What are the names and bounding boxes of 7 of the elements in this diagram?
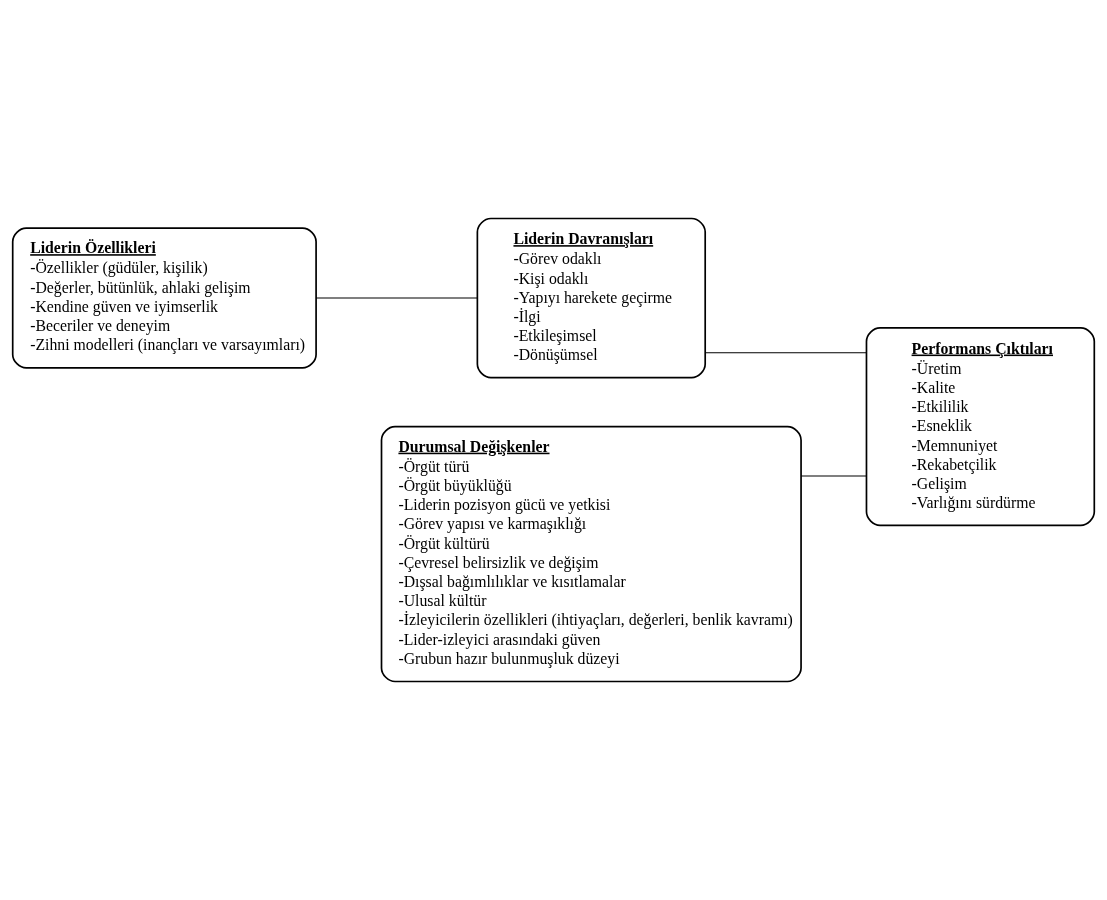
node-box: Liderin Davranışları -Görev odaklı -Kişi odaklı -Yapıyı harekete geçirme -İlgi -Etkileşimsel -Dönüşümsel	[476, 217, 707, 379]
connector	[315, 297, 478, 299]
node-box: Durumsal Değişkenler -Örgüt türü -Örgüt büyüklüğü -Liderin pozisyon gücü ve yetkisi -Görev yapısı ve karmaşıklığı -Örgüt kültürü -Çevresel belirsizlik ve değişim -Dışsal bağımlılıklar ve kısıtlamalar -Ulusal kültür -İzleyicilerin özellikleri (ihtiyaçları, değerleri, benlik kavramı) -Lider-izleyici arasındaki güven -Grubun hazır bulunmuşluk düzeyi	[380, 425, 802, 683]
connector	[800, 475, 867, 477]
connector	[704, 352, 867, 354]
node-box: Liderin Özellikleri -Özellikler (güdüler, kişilik) -Değerler, bütünlük, ahlaki gelişim -Kendine güven ve iyimserlik -Beceriler ve deneyim -Zihni modelleri (inançları ve varsayımları)	[11, 227, 317, 369]
node-box: Performans Çıktıları -Üretim -Kalite -Etkililik -Esneklik -Memnuniyet -Rekabetçilik -Gelişim -Varlığını sürdürme	[865, 327, 1096, 527]
